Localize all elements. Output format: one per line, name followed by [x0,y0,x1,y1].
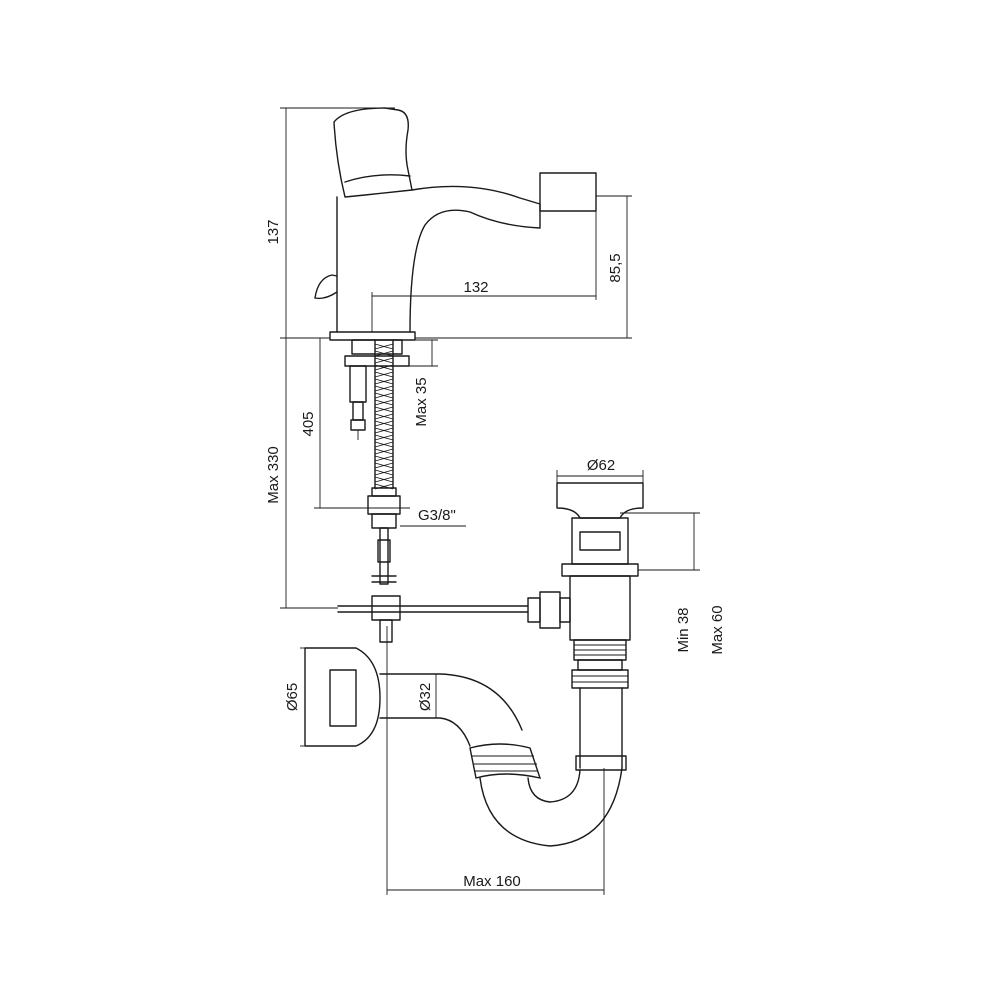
dim-max-60: Max 60 [709,605,726,654]
p-trap [304,647,623,847]
dim-min-38: Min 38 [675,607,692,652]
under-deck-fixings [337,339,529,643]
popup-waste [527,482,644,771]
dimension-labels: 137 85,5 132 Max 330 405 Max 35 G3/8" Ø6… [265,219,726,890]
dim-62: Ø62 [587,457,615,474]
faucet-body [314,107,597,341]
dim-137: 137 [265,219,282,244]
dim-g3-8: G3/8" [418,507,456,524]
dim-max-160: Max 160 [463,873,521,890]
dim-32: Ø32 [417,683,434,711]
dimension-lines [280,107,700,895]
dim-max-35: Max 35 [413,377,430,426]
dim-85-5: 85,5 [607,253,624,282]
dim-65: Ø65 [284,683,301,711]
dim-max-330: Max 330 [265,446,282,504]
dim-132: 132 [463,279,488,296]
dim-405: 405 [300,411,317,436]
